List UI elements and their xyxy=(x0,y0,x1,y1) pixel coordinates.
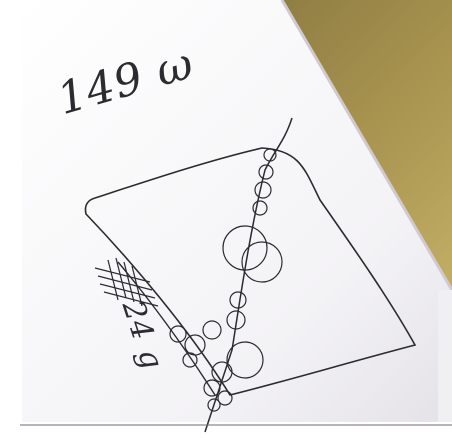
left-margin xyxy=(0,0,22,438)
bottom-strip xyxy=(0,422,452,438)
right-band xyxy=(438,290,452,422)
